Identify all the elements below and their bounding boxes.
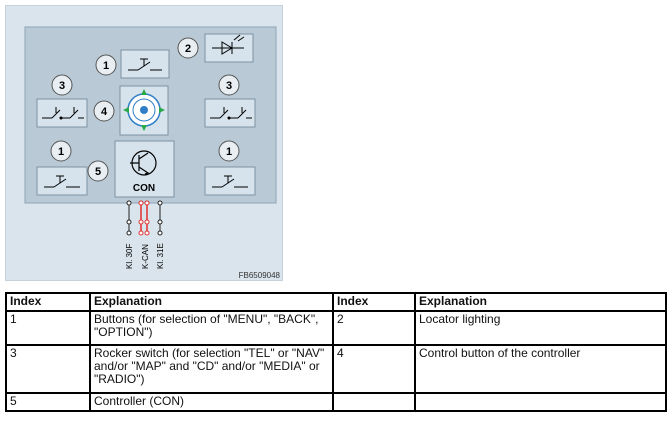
index-cell: 1 xyxy=(5,310,91,346)
button-back xyxy=(36,166,88,196)
svg-text:3: 3 xyxy=(59,80,65,92)
explanation-cell: Controller (CON) xyxy=(89,392,334,412)
rocker-switch-right xyxy=(204,98,256,128)
table-header-row: Index Explanation Index Explanation xyxy=(5,292,667,312)
figure-code: FB6509048 xyxy=(239,271,281,280)
rocker-switch-left xyxy=(36,98,88,128)
table-row: 5 Controller (CON) xyxy=(5,392,667,412)
controller-con-unit: CON xyxy=(114,140,175,198)
explanation-cell: Control button of the controller xyxy=(414,344,667,394)
explanation-cell: Buttons (for selection of "MENU", "BACK"… xyxy=(89,310,334,346)
wire-label-kl31e: Kl. 31E xyxy=(156,243,165,269)
explanation-cell xyxy=(414,392,667,412)
table-row: 3 Rocker switch (for selection "TEL" or … xyxy=(5,344,667,394)
index-cell: 3 xyxy=(5,344,91,394)
svg-text:3: 3 xyxy=(226,80,232,92)
callout-3-right: 3 xyxy=(218,74,240,96)
header-index: Index xyxy=(332,292,416,312)
wire-label-kl30f: Kl. 30F xyxy=(125,244,134,269)
header-index: Index xyxy=(5,292,91,312)
svg-text:1: 1 xyxy=(58,146,64,158)
callout-2: 2 xyxy=(177,37,199,59)
index-cell: 5 xyxy=(5,392,91,412)
svg-text:5: 5 xyxy=(95,166,101,178)
index-cell xyxy=(332,392,416,412)
callout-3-left: 3 xyxy=(51,74,73,96)
callout-1-left: 1 xyxy=(50,140,72,162)
index-cell: 4 xyxy=(332,344,416,394)
wire-label-kcan: K-CAN xyxy=(141,244,150,269)
header-explanation: Explanation xyxy=(414,292,667,312)
explanation-cell: Rocker switch (for selection "TEL" or "N… xyxy=(89,344,334,394)
table-row: 1 Buttons (for selection of "MENU", "BAC… xyxy=(5,310,667,346)
svg-text:1: 1 xyxy=(103,60,109,72)
svg-text:2: 2 xyxy=(185,43,191,55)
button-menu xyxy=(120,49,170,79)
controller-knob xyxy=(119,85,169,136)
explanation-cell: Locator lighting xyxy=(414,310,667,346)
locator-lighting-diode xyxy=(204,33,254,63)
callout-1-right: 1 xyxy=(218,140,240,162)
callout-1-top: 1 xyxy=(95,54,117,76)
header-explanation: Explanation xyxy=(89,292,334,312)
legend-table: Index Explanation Index Explanation 1 Bu… xyxy=(5,292,667,412)
button-option xyxy=(204,166,256,196)
index-cell: 2 xyxy=(332,310,416,346)
wire-harness xyxy=(126,200,163,236)
callout-5: 5 xyxy=(87,160,109,182)
svg-text:CON: CON xyxy=(133,183,155,194)
svg-text:4: 4 xyxy=(101,106,108,118)
callout-4: 4 xyxy=(93,100,115,122)
svg-text:1: 1 xyxy=(226,146,232,158)
